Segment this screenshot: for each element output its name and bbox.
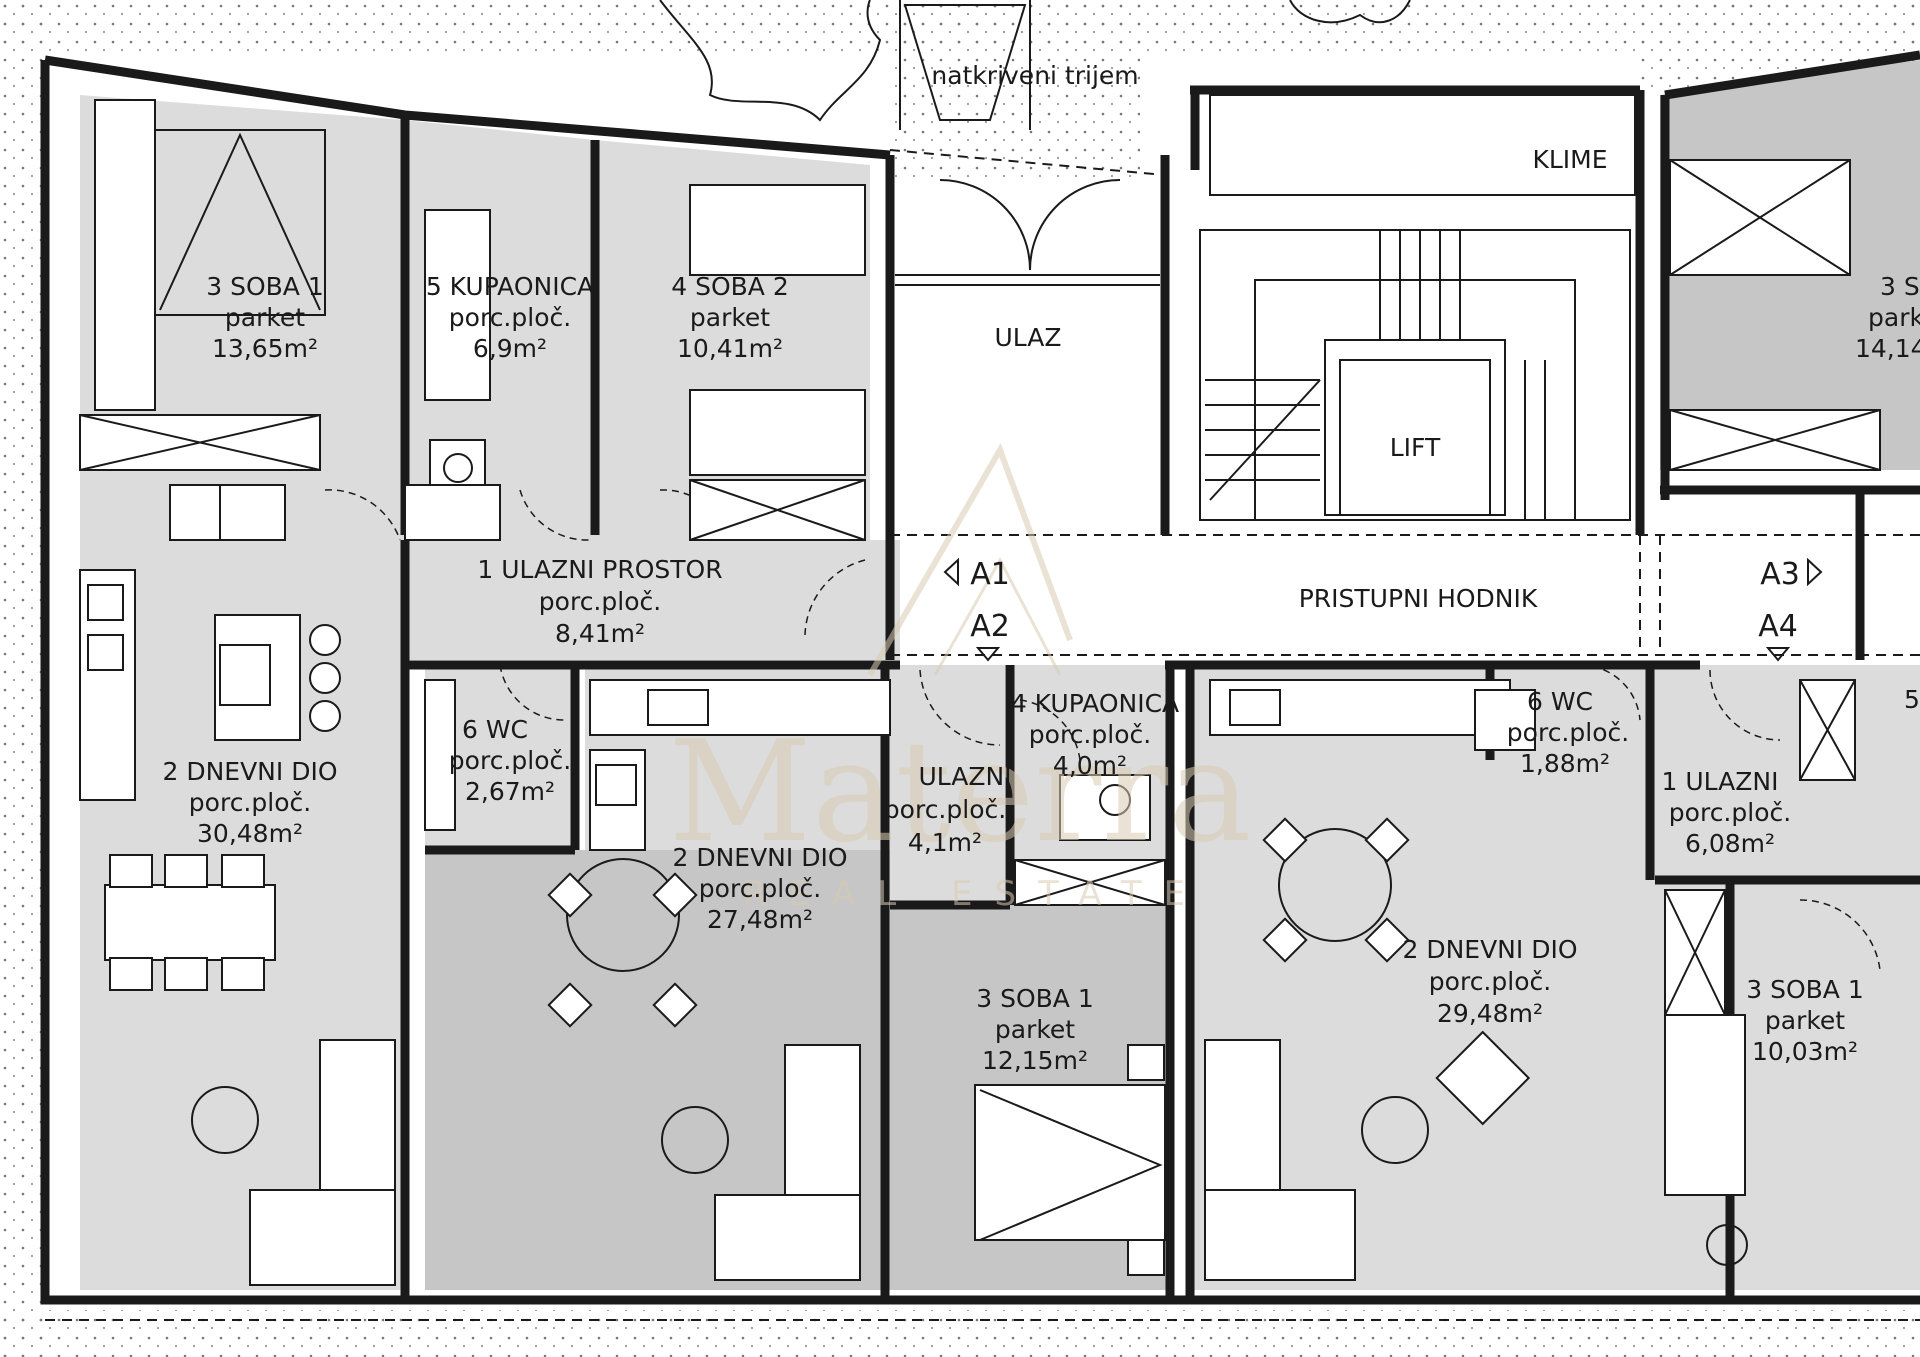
room-name: 3 SOBA 1 (976, 984, 1094, 1013)
room-floor: porc.ploč. (1669, 798, 1791, 827)
corridor-lines (45, 149, 1920, 1321)
edge-number-label: 5 (1904, 685, 1920, 714)
room-a1-dnevni: 2 DNEVNI DIO porc.ploč. 30,48m² (162, 757, 337, 848)
room-area: 1,88m² (1520, 749, 1610, 778)
room-a2-wc: 6 WC porc.ploč. 2,67m² (449, 715, 571, 806)
furniture-a1 (79, 99, 866, 1286)
room-floor: parket (1765, 1006, 1845, 1035)
room-area: 10,03m² (1752, 1037, 1858, 1066)
room-floor: parket (995, 1015, 1075, 1044)
room-a2-soba1: 3 SOBA 1 parket 12,15m² (976, 984, 1094, 1075)
room-a2-ulazni: ULAZNI porc.ploč. 4,1m² (884, 762, 1012, 857)
entrance-doors (895, 0, 1160, 286)
room-area: 29,48m² (1437, 999, 1543, 1028)
room-name: 3 SOB (1880, 272, 1920, 301)
room-area: 13,65m² (212, 334, 318, 363)
porch-label: natkriveni trijem (931, 61, 1138, 90)
room-name: 3 SOBA 1 (1746, 975, 1864, 1004)
door-swings (324, 489, 1881, 971)
room-name: 3 SOBA 1 (206, 272, 324, 301)
watermark: Materra REAL ESTATE (668, 442, 1252, 914)
room-area: 30,48m² (197, 819, 303, 848)
lift-label: LIFT (1390, 433, 1441, 462)
room-name: ULAZNI (918, 762, 1011, 791)
room-labels: 3 SOBA 1 parket 13,65m² 5 KUPAONICA porc… (162, 272, 1920, 1075)
room-a1-ulazni: 1 ULAZNI PROSTOR porc.ploč. 8,41m² (477, 555, 722, 648)
room-name: 1 ULAZNI PROSTOR (477, 555, 722, 584)
unit-tag-a4: A4 (1758, 609, 1798, 644)
corridor-label: PRISTUPNI HODNIK (1299, 584, 1538, 613)
room-name: 5 KUPAONICA (426, 272, 594, 301)
room-a2-dnevni: 2 DNEVNI DIO porc.ploč. 27,48m² (672, 843, 847, 934)
room-a4-wc: 6 WC porc.ploč. 1,88m² (1507, 687, 1629, 778)
room-area: 4,0m² (1053, 751, 1127, 780)
room-a4-soba1: 3 SOBA 1 parket 10,03m² (1746, 975, 1864, 1066)
room-floor: porc.ploč. (449, 746, 571, 775)
room-name: 2 DNEVNI DIO (1402, 935, 1577, 964)
watermark-word: Materra (668, 711, 1251, 874)
room-floor: porc.ploč. (189, 788, 311, 817)
ac-label: KLIME (1532, 145, 1607, 174)
room-floor: parket (225, 303, 305, 332)
room-floor: porc.ploč. (539, 587, 661, 616)
room-name: 2 DNEVNI DIO (672, 843, 847, 872)
room-area: 14,14 (1855, 334, 1920, 363)
entrance-label: ULAZ (994, 323, 1061, 352)
room-floor: park (1868, 303, 1920, 332)
room-floor: porc.ploč. (699, 874, 821, 903)
room-name: 4 KUPAONICA (1011, 689, 1179, 718)
room-area: 27,48m² (707, 905, 813, 934)
room-floor: porc.ploč. (1029, 720, 1151, 749)
room-floor: parket (690, 303, 770, 332)
room-name: 6 WC (462, 715, 528, 744)
room-a1-kupaonica: 5 KUPAONICA porc.ploč. 6,9m² (426, 272, 594, 363)
room-name: 4 SOBA 2 (671, 272, 789, 301)
room-a2-kupaonica: 4 KUPAONICA porc.ploč. 4,0m² (1011, 689, 1179, 780)
unit-tag-a2: A2 (970, 609, 1010, 644)
room-area: 6,08m² (1685, 829, 1775, 858)
unit-tag-a1: A1 (970, 557, 1010, 592)
room-floor: porc.ploč. (449, 303, 571, 332)
common-labels: natkriveni trijem KLIME ULAZ LIFT PRISTU… (931, 61, 1607, 613)
lift-and-stairs (1199, 94, 1636, 521)
room-area: 8,41m² (555, 619, 645, 648)
room-a1-soba1: 3 SOBA 1 parket 13,65m² (206, 272, 324, 363)
room-floor: porc.ploč. (884, 795, 1006, 824)
room-floor: porc.ploč. (1507, 718, 1629, 747)
tree-outline (659, 0, 1411, 122)
unit-tags: A1 A2 A3 A4 5 (943, 557, 1920, 714)
room-name: 6 WC (1527, 687, 1593, 716)
room-a4-dnevni: 2 DNEVNI DIO porc.ploč. 29,48m² (1402, 935, 1577, 1028)
furniture-a2 (424, 679, 1166, 1281)
unit-tag-a3: A3 (1760, 557, 1800, 592)
room-area: 10,41m² (677, 334, 783, 363)
room-area: 12,15m² (982, 1046, 1088, 1075)
room-a4-ulazni: 1 ULAZNI porc.ploč. 6,08m² (1662, 767, 1792, 858)
room-name: 1 ULAZNI (1662, 767, 1779, 796)
watermark-sub: REAL ESTATE (743, 874, 1207, 914)
room-floor: porc.ploč. (1429, 967, 1551, 996)
room-name: 2 DNEVNI DIO (162, 757, 337, 786)
walls (40, 50, 1920, 1305)
furniture-a4 (1204, 159, 1881, 1281)
room-area: 2,67m² (465, 777, 555, 806)
room-a3-soba: 3 SOB park 14,14 (1855, 272, 1920, 363)
room-a1-soba2: 4 SOBA 2 parket 10,41m² (671, 272, 789, 363)
room-area: 4,1m² (908, 828, 982, 857)
room-area: 6,9m² (473, 334, 547, 363)
